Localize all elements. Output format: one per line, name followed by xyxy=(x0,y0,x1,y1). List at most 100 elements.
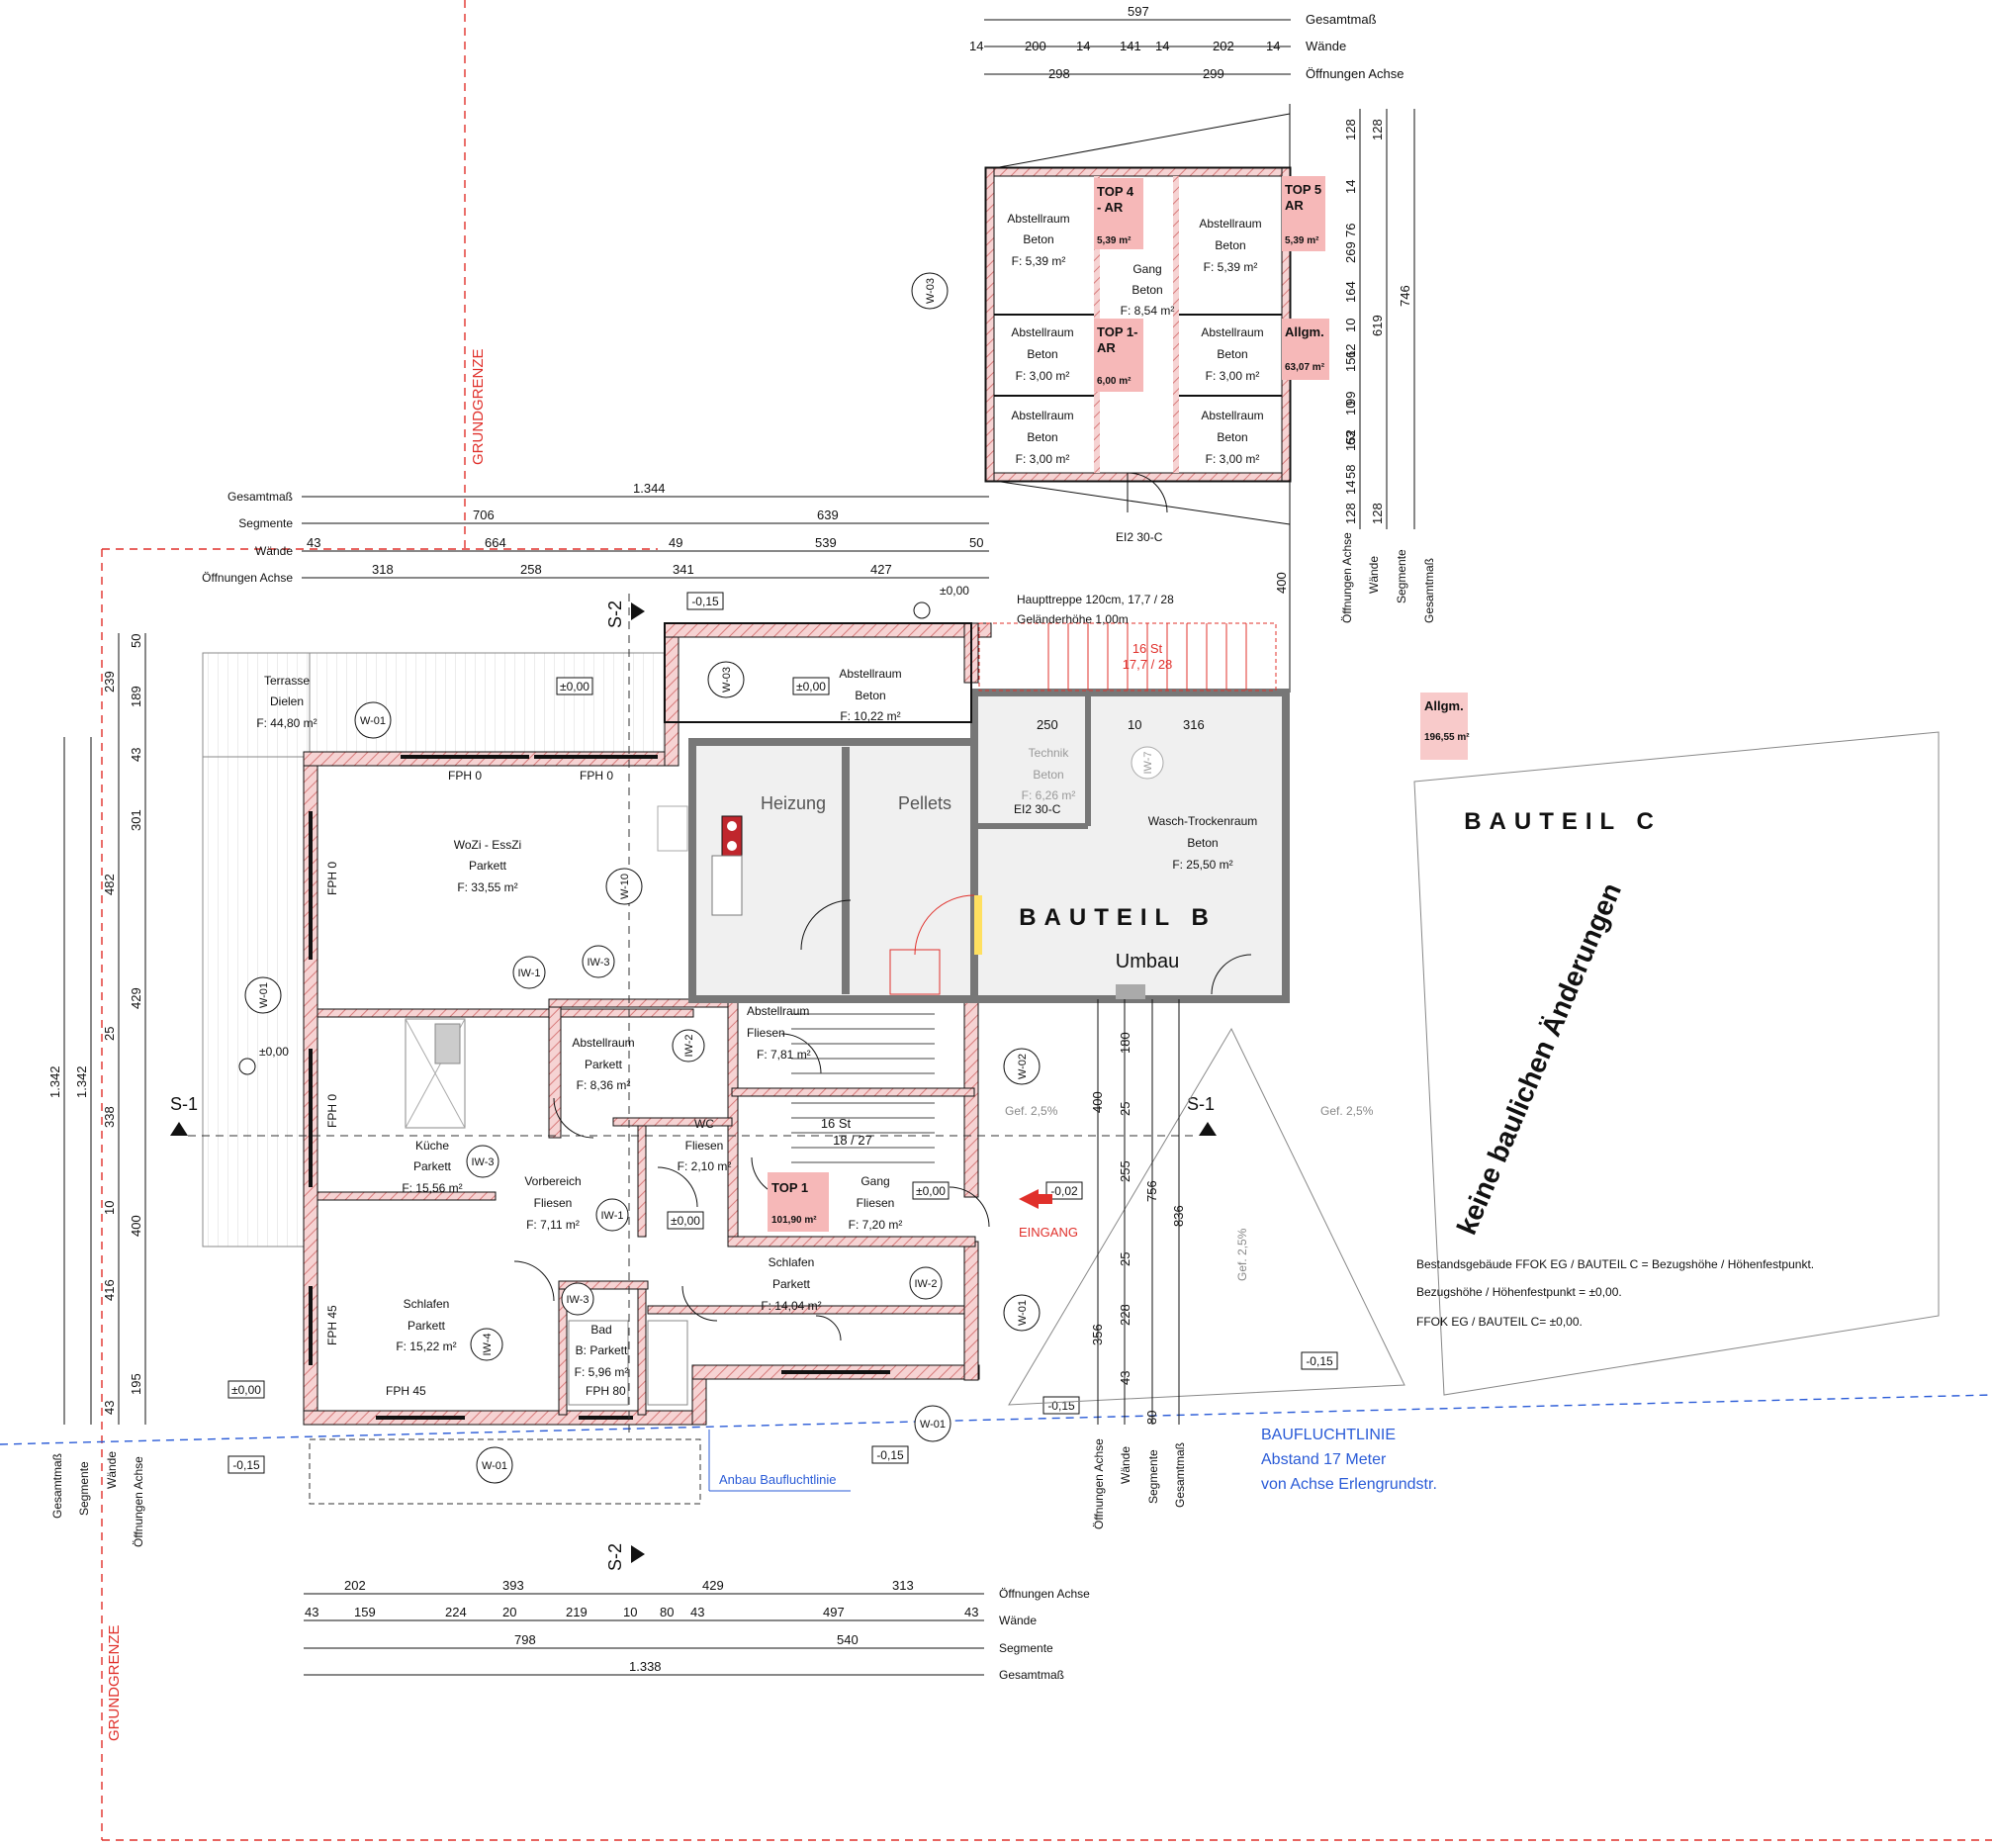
svg-text:F: 33,55 m²: F: 33,55 m² xyxy=(457,880,517,894)
svg-text:W-01: W-01 xyxy=(360,715,386,727)
svg-text:Vorbereich: Vorbereich xyxy=(524,1174,581,1188)
svg-text:±0,00: ±0,00 xyxy=(796,680,826,693)
room-ar3-mat: Beton xyxy=(1027,347,1057,361)
dim-top-label1: Gesamtmaß xyxy=(1306,12,1377,27)
svg-text:43: 43 xyxy=(305,1605,318,1619)
svg-text:50: 50 xyxy=(129,634,143,648)
svg-text:224: 224 xyxy=(445,1605,467,1619)
svg-text:-0,15: -0,15 xyxy=(1306,1354,1333,1368)
svg-text:Küche: Küche xyxy=(415,1139,449,1153)
svg-text:180: 180 xyxy=(1118,1032,1132,1054)
svg-text:250: 250 xyxy=(1037,717,1058,732)
svg-text:195: 195 xyxy=(129,1373,143,1395)
svg-text:F: 5,96 m²: F: 5,96 m² xyxy=(575,1365,629,1379)
svg-text:Geländerhöhe 1,00m: Geländerhöhe 1,00m xyxy=(1017,612,1129,626)
svg-text:255: 255 xyxy=(1118,1160,1132,1182)
tag-allgm2 xyxy=(1420,693,1468,760)
svg-text:10: 10 xyxy=(1343,319,1358,332)
svg-text:429: 429 xyxy=(702,1578,724,1593)
svg-text:Gef. 2,5%: Gef. 2,5% xyxy=(1005,1104,1058,1118)
tag-top1 xyxy=(768,1172,829,1232)
svg-text:798: 798 xyxy=(514,1632,536,1647)
dim-top-o1: 299 xyxy=(1203,66,1224,81)
left-dimensions: 1.342 1.342 239 482 338 416 43 50 189 43… xyxy=(47,633,146,1547)
svg-text:43: 43 xyxy=(129,748,143,762)
svg-text:393: 393 xyxy=(502,1578,524,1593)
dim-top-gesamt: 597 xyxy=(1128,4,1149,19)
svg-text:50: 50 xyxy=(969,535,983,550)
svg-text:16 St: 16 St xyxy=(1132,641,1163,656)
svg-text:Parkett: Parkett xyxy=(772,1277,811,1291)
svg-text:F: 2,10 m²: F: 2,10 m² xyxy=(678,1159,732,1173)
svg-text:Allgm.: Allgm. xyxy=(1424,698,1464,713)
svg-text:Gef. 2,5%: Gef. 2,5% xyxy=(1320,1104,1374,1118)
svg-text:F: 8,36 m²: F: 8,36 m² xyxy=(577,1078,631,1092)
svg-text:Fliesen: Fliesen xyxy=(534,1196,573,1210)
svg-text:±0,00: ±0,00 xyxy=(916,1184,946,1198)
svg-text:Bezugshöhe / Höhenfestpunkt =: Bezugshöhe / Höhenfestpunkt = ±0,00. xyxy=(1416,1285,1622,1299)
svg-text:497: 497 xyxy=(823,1605,845,1619)
svg-text:189: 189 xyxy=(129,686,143,707)
svg-text:196,55 m²: 196,55 m² xyxy=(1424,732,1470,743)
svg-text:14: 14 xyxy=(1343,481,1358,495)
dim-top-w5: 202 xyxy=(1213,39,1234,53)
svg-text:318: 318 xyxy=(372,562,394,577)
svg-text:1.338: 1.338 xyxy=(629,1659,662,1674)
svg-text:Segmente: Segmente xyxy=(238,516,293,530)
storage-block: Abstellraum Beton F: 5,39 m² Abstellraum… xyxy=(911,104,1329,693)
svg-text:43: 43 xyxy=(1118,1371,1132,1385)
svg-text:B: Parkett: B: Parkett xyxy=(576,1343,628,1357)
svg-text:±0,00: ±0,00 xyxy=(259,1045,289,1059)
room-ar2-area: F: 5,39 m² xyxy=(1204,260,1258,274)
svg-text:Schlafen: Schlafen xyxy=(769,1255,815,1269)
svg-text:664: 664 xyxy=(485,535,506,550)
svg-text:Pellets: Pellets xyxy=(898,793,951,813)
svg-text:IW-4: IW-4 xyxy=(482,1333,494,1355)
wall-tag-w03-top xyxy=(911,272,949,310)
svg-text:62: 62 xyxy=(1343,344,1358,358)
tag-top5-l1: TOP 5 xyxy=(1285,182,1321,197)
svg-text:639: 639 xyxy=(817,508,839,522)
svg-text:301: 301 xyxy=(129,809,143,831)
svg-text:Fliesen: Fliesen xyxy=(747,1026,785,1040)
svg-text:Bad: Bad xyxy=(590,1323,611,1337)
svg-text:Terrasse: Terrasse xyxy=(264,674,310,688)
svg-text:Abstellraum: Abstellraum xyxy=(839,667,901,681)
svg-text:540: 540 xyxy=(837,1632,859,1647)
right-mid-dimensions: 180 25 255 25 228 43 356 80 400 756 836 … xyxy=(1090,999,1187,1529)
room-ar1-name: Abstellraum xyxy=(1007,212,1069,226)
room-ar5-name: Abstellraum xyxy=(1011,409,1073,422)
svg-text:Parkett: Parkett xyxy=(413,1159,452,1173)
entrance: EINGANG xyxy=(1019,1189,1078,1240)
svg-text:Gesamtmaß: Gesamtmaß xyxy=(999,1668,1064,1682)
svg-text:Parkett: Parkett xyxy=(585,1058,623,1071)
svg-text:400: 400 xyxy=(1090,1091,1105,1113)
svg-text:Beton: Beton xyxy=(855,689,885,702)
svg-text:619: 619 xyxy=(1370,315,1385,336)
svg-text:EI2 30-C: EI2 30-C xyxy=(1014,802,1061,816)
svg-text:159: 159 xyxy=(354,1605,376,1619)
svg-text:239: 239 xyxy=(102,671,117,693)
svg-text:Wände: Wände xyxy=(1119,1446,1132,1484)
svg-text:Wände: Wände xyxy=(105,1451,119,1489)
stair-top: 16 St 17,7 / 28 Haupttreppe 120cm, 17,7 … xyxy=(664,593,1277,723)
svg-text:F: 15,22 m²: F: 15,22 m² xyxy=(396,1340,456,1353)
svg-text:18 / 27: 18 / 27 xyxy=(833,1133,872,1148)
svg-text:Fliesen: Fliesen xyxy=(685,1139,724,1153)
tag-top1ar-area: 6,00 m² xyxy=(1097,376,1132,387)
svg-text:Wände: Wände xyxy=(255,544,293,558)
svg-text:S-1: S-1 xyxy=(170,1094,198,1114)
dim-top-w1: 200 xyxy=(1025,39,1046,53)
svg-text:F: 25,50 m²: F: 25,50 m² xyxy=(1172,858,1232,872)
dim-top-label2: Wände xyxy=(1306,39,1346,53)
room-ar2-mat: Beton xyxy=(1215,238,1245,252)
svg-text:76: 76 xyxy=(1343,224,1358,237)
svg-text:±0,00: ±0,00 xyxy=(231,1383,261,1397)
dim-top-o0: 298 xyxy=(1048,66,1070,81)
svg-text:Haupttreppe 120cm, 17,7 / 28: Haupttreppe 120cm, 17,7 / 28 xyxy=(1017,593,1174,606)
svg-text:Gesamtmaß: Gesamtmaß xyxy=(227,490,293,504)
bottom-dimensions: 202 393 429 313 43 159 224 20 219 10 80 … xyxy=(304,1438,1090,1682)
svg-text:25: 25 xyxy=(1118,1102,1132,1116)
svg-text:Öffnungen Achse: Öffnungen Achse xyxy=(132,1456,145,1547)
svg-text:F: 7,11 m²: F: 7,11 m² xyxy=(526,1218,580,1232)
